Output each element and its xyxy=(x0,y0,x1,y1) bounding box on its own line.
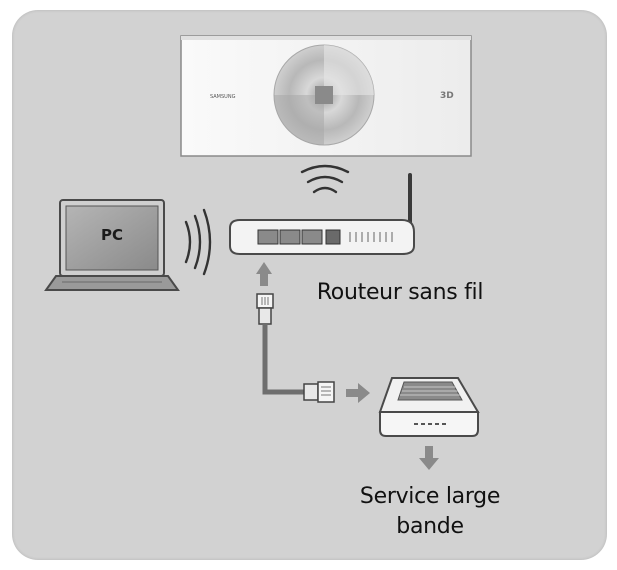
router-wan-port xyxy=(325,229,341,245)
arrow-up-to-router-icon xyxy=(256,262,272,286)
router-port xyxy=(279,229,301,245)
tv-device: SAMSUNG 3D xyxy=(180,35,472,157)
tv-wireless-waves-icon xyxy=(300,164,350,194)
broadband-service-label: Service large bande xyxy=(340,482,520,542)
pc-label: PC xyxy=(101,226,123,244)
broadband-service-label-line2: bande xyxy=(396,514,464,539)
router-port xyxy=(257,229,279,245)
laptop-pc: PC xyxy=(44,199,180,291)
broadband-modem xyxy=(378,377,480,437)
tv-3d-badge: 3D xyxy=(440,91,454,101)
tv-brand-text: SAMSUNG xyxy=(210,94,236,100)
router-port xyxy=(301,229,323,245)
disc-icon xyxy=(273,44,375,146)
router-label: Routeur sans fil xyxy=(316,280,484,305)
arrow-right-to-modem-icon xyxy=(346,383,370,403)
arrow-down-from-modem-icon xyxy=(419,446,439,470)
broadband-service-label-line1: Service large xyxy=(359,484,501,509)
network-cable xyxy=(256,293,335,403)
pc-wireless-waves-icon xyxy=(184,208,212,276)
wireless-router xyxy=(229,173,415,255)
